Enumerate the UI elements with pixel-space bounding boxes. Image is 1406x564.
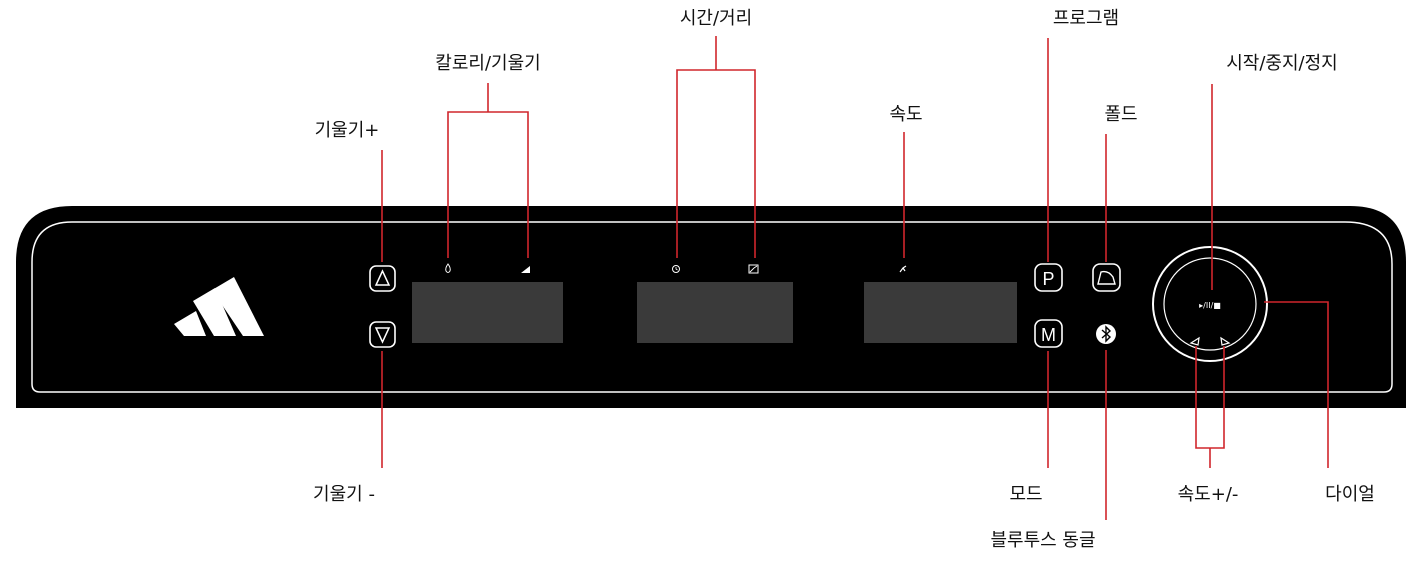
label-time-distance: 시간/거리 [679,8,753,29]
triangle-up-icon [374,269,391,286]
time-distance-display [637,282,793,343]
program-button[interactable]: P [1034,263,1063,292]
label-dial: 다이얼 [1325,484,1375,505]
label-bluetooth-dongle: 블루투스 동글 [990,530,1096,551]
label-speed-plus-minus: 속도+/- [1177,484,1239,505]
label-incline-up: 기울기+ [314,120,380,141]
distance-icon [748,264,759,274]
speed-minus-arrow-icon[interactable] [1189,336,1200,346]
label-speed: 속도 [889,104,923,125]
adidas-three-bars-logo [174,277,264,336]
calorie-incline-display [412,282,563,343]
label-program: 프로그램 [1052,8,1120,29]
program-key-label: P [1042,269,1054,289]
incline-down-button[interactable] [369,321,396,348]
speed-display [864,282,1017,343]
triangle-down-icon [374,327,391,344]
speed-plus-arrow-icon[interactable] [1220,336,1231,346]
fold-button[interactable] [1092,263,1121,292]
mode-button[interactable]: M [1034,319,1063,348]
control-dial[interactable]: ▸/II/■ [1152,246,1268,362]
running-figure-icon [899,265,907,273]
label-start-pause-stop: 시작/중지/정지 [1226,53,1338,74]
bluetooth-icon [1096,324,1116,344]
console-inner-border [31,221,1393,393]
start-pause-stop-glyph[interactable]: ▸/II/■ [1199,301,1221,310]
incline-up-button[interactable] [369,265,396,292]
label-incline-down: 기울기 - [313,484,375,505]
flame-icon [445,263,451,273]
mode-key-label: M [1041,325,1056,345]
fold-icon [1097,270,1116,285]
label-mode: 모드 [1009,484,1043,505]
leader-lines [381,36,1329,520]
incline-ramp-icon [521,266,530,273]
label-fold: 폴드 [1104,104,1138,125]
clock-icon [672,265,680,273]
label-calorie-incline: 칼로리/기울기 [435,53,541,74]
